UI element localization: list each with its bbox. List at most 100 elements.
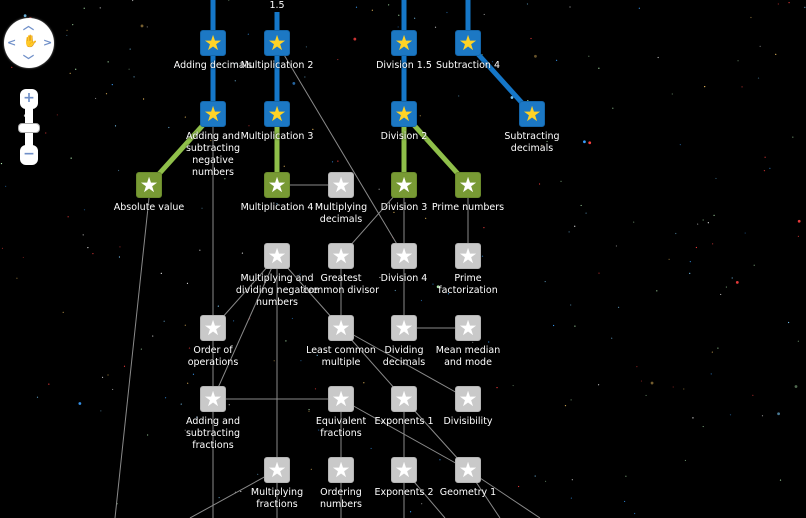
exercise-label[interactable]: Order of operations — [187, 345, 239, 368]
star — [142, 98, 145, 100]
exercise-node-divis[interactable]: ★ — [455, 386, 481, 412]
exercise-node-exp2[interactable]: ★ — [391, 457, 417, 483]
star-icon: ★ — [139, 173, 159, 197]
zoom-slider-handle[interactable] — [18, 123, 40, 133]
hand-icon[interactable]: ✋ — [23, 34, 38, 48]
star — [650, 381, 654, 385]
exercise-label[interactable]: Multiplying and dividing negative number… — [235, 273, 319, 308]
star — [163, 320, 165, 322]
exercise-node-addfrac[interactable]: ★ — [200, 386, 226, 412]
exercise-node-mult3[interactable]: ★ — [264, 101, 290, 127]
zoom-in-button[interactable]: + — [20, 89, 38, 109]
exercise-label[interactable]: Prime numbers — [431, 202, 505, 213]
star — [510, 96, 514, 99]
star — [472, 341, 474, 343]
pan-up-icon[interactable]: ︿ — [23, 19, 34, 32]
exercise-node-div2[interactable]: ★ — [391, 101, 417, 127]
star — [107, 61, 109, 63]
exercise-label[interactable]: Division 4 — [380, 273, 428, 284]
exercise-label[interactable]: Greatest common divisor — [303, 273, 379, 296]
exercise-node-div4[interactable]: ★ — [391, 243, 417, 269]
edge-stub — [114, 197, 150, 518]
exercise-node-exp1[interactable]: ★ — [391, 386, 417, 412]
exercise-label[interactable]: Multiplication 4 — [240, 202, 314, 213]
exercise-label[interactable]: Adding and subtracting negative numbers — [185, 131, 241, 178]
star — [560, 180, 562, 182]
exercise-label[interactable]: Geometry 1 — [439, 487, 497, 498]
exercise-label[interactable]: Multiplying decimals — [314, 202, 368, 225]
star — [218, 496, 220, 499]
exercise-label[interactable]: Ordering numbers — [319, 487, 363, 510]
exercise-label[interactable]: Subtraction 4 — [435, 60, 501, 71]
exercise-node-lcm[interactable]: ★ — [328, 315, 354, 341]
star — [184, 116, 186, 118]
star — [612, 107, 614, 109]
star — [353, 37, 357, 41]
exercise-label[interactable]: Dividing decimals — [382, 345, 426, 368]
exercise-node-adddec[interactable]: ★ — [200, 30, 226, 56]
star — [750, 16, 752, 19]
exercise-label[interactable]: Division 3 — [380, 202, 428, 213]
star — [540, 144, 543, 147]
exercise-node-geo1[interactable]: ★ — [455, 457, 481, 483]
pan-right-icon[interactable]: > — [43, 36, 53, 49]
star — [634, 512, 636, 515]
exercise-label[interactable]: Divisibility — [443, 416, 493, 427]
star — [147, 434, 149, 436]
star — [794, 385, 798, 388]
exercise-label[interactable]: Mean median and mode — [435, 345, 501, 368]
exercise-label[interactable]: Multiplying fractions — [250, 487, 304, 510]
star — [240, 490, 242, 493]
exercise-node-div15[interactable]: ★ — [391, 30, 417, 56]
exercise-node-gcd[interactable]: ★ — [328, 243, 354, 269]
star — [337, 58, 339, 61]
exercise-label[interactable]: Multiplication 3 — [240, 131, 314, 142]
exercise-label[interactable]: Prime factorization — [438, 273, 498, 296]
exercise-label[interactable]: Adding and subtracting fractions — [185, 416, 241, 451]
exercise-node-divdec[interactable]: ★ — [391, 315, 417, 341]
exercise-node-ordnum[interactable]: ★ — [328, 457, 354, 483]
pan-control[interactable]: ︿ ﹀ < > ✋ — [4, 18, 54, 68]
exercise-label[interactable]: Adding decimals — [173, 60, 253, 71]
exercise-node-abs[interactable]: ★ — [136, 172, 162, 198]
exercise-node-prime[interactable]: ★ — [455, 172, 481, 198]
exercise-node-sub4[interactable]: ★ — [455, 30, 481, 56]
exercise-node-subdec[interactable]: ★ — [519, 101, 545, 127]
exercise-label[interactable]: Equivalent fractions — [315, 416, 367, 439]
star — [458, 95, 460, 97]
star — [588, 141, 592, 145]
exercise-label[interactable]: Exponents 1 — [374, 416, 434, 427]
exercise-node-mult4[interactable]: ★ — [264, 172, 290, 198]
star — [436, 285, 440, 289]
zoom-out-button[interactable]: − — [20, 145, 38, 165]
pan-left-icon[interactable]: < — [7, 36, 17, 49]
exercise-node-primefac[interactable]: ★ — [455, 243, 481, 269]
exercise-node-orderops[interactable]: ★ — [200, 315, 226, 341]
exercise-node-multneg[interactable]: ★ — [264, 243, 290, 269]
star-icon: ★ — [331, 458, 351, 482]
exercise-node-div3[interactable]: ★ — [391, 172, 417, 198]
star — [292, 82, 296, 85]
star — [797, 219, 801, 223]
exercise-label[interactable]: Subtracting decimals — [504, 131, 560, 154]
exercise-node-mean[interactable]: ★ — [455, 315, 481, 341]
star — [394, 289, 396, 292]
exercise-label[interactable]: Least common multiple — [306, 345, 376, 368]
pan-down-icon[interactable]: ﹀ — [23, 54, 34, 67]
star — [387, 422, 390, 424]
exercise-label[interactable]: Multiplication 2 — [240, 60, 314, 71]
star — [704, 85, 706, 88]
star — [273, 360, 275, 362]
star-icon: ★ — [458, 316, 478, 340]
exercise-label[interactable]: Exponents 2 — [374, 487, 434, 498]
exercise-label[interactable]: Division 1.5 — [376, 60, 432, 71]
exercise-node-mult2[interactable]: ★ — [264, 30, 290, 56]
exercise-label[interactable]: Absolute value — [113, 202, 185, 213]
star — [199, 249, 201, 251]
exercise-node-equivfrac[interactable]: ★ — [328, 386, 354, 412]
exercise-node-addneg[interactable]: ★ — [200, 101, 226, 127]
exercise-node-multfrac[interactable]: ★ — [264, 457, 290, 483]
exercise-node-multdec[interactable]: ★ — [328, 172, 354, 198]
exercise-label[interactable]: Division 2 — [380, 131, 428, 142]
star — [553, 324, 555, 327]
